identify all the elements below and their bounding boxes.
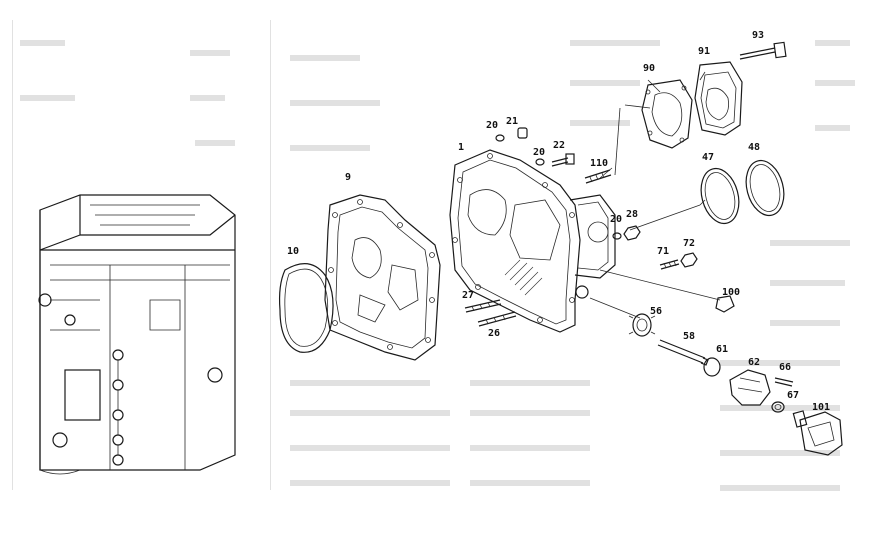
- part-61-oring: [703, 357, 721, 377]
- part-66-67: [771, 377, 794, 413]
- part-93-bolt: [739, 41, 787, 60]
- label-9: 9: [345, 172, 351, 183]
- part-48-ring: [745, 159, 785, 217]
- part-90-gasket: [641, 79, 693, 149]
- part-9-gasket: [324, 194, 441, 361]
- small-hardware-top: [495, 127, 612, 184]
- part-10-oring: [278, 263, 334, 353]
- part-101-sensor: [792, 410, 843, 456]
- label-48: 48: [748, 142, 760, 153]
- label-71: 71: [657, 246, 669, 257]
- engine-block: [38, 194, 236, 475]
- label-90: 90: [643, 63, 655, 74]
- part-47-ring: [700, 167, 740, 225]
- part-27-26-studs: [464, 299, 517, 327]
- label-62: 62: [748, 357, 760, 368]
- part-100-plug: [715, 295, 735, 313]
- label-58: 58: [683, 331, 695, 342]
- label-101: 101: [812, 402, 830, 413]
- label-10: 10: [287, 246, 299, 257]
- label-67: 67: [787, 390, 799, 401]
- label-93: 93: [752, 30, 764, 41]
- label-1: 1: [458, 142, 464, 153]
- part-58-shaft: [657, 339, 709, 366]
- label-61: 61: [716, 344, 728, 355]
- part-56-gear: [628, 313, 656, 337]
- label-91: 91: [698, 46, 710, 57]
- label-27: 27: [462, 290, 474, 301]
- label-100: 100: [722, 287, 740, 298]
- leader-lines: [589, 71, 721, 319]
- part-71-72: [659, 252, 698, 270]
- label-47: 47: [702, 152, 714, 163]
- label-22: 22: [553, 140, 565, 151]
- label-21: 21: [506, 116, 518, 127]
- part-1-housing: [449, 149, 616, 333]
- label-20a: 20: [486, 120, 498, 131]
- part-91-cover: [694, 61, 743, 136]
- label-20b: 20: [533, 147, 545, 158]
- small-hardware-right: [612, 225, 641, 241]
- label-66: 66: [779, 362, 791, 373]
- part-62-body: [729, 369, 771, 406]
- label-56: 56: [650, 306, 662, 317]
- label-72: 72: [683, 238, 695, 249]
- background-ghost-text: [12, 20, 855, 491]
- label-20c: 20: [610, 214, 622, 225]
- part-labels: 93 91 90 20 21 1 20 22 110 9 47 48 20 28…: [287, 30, 830, 413]
- label-110: 110: [590, 158, 608, 169]
- label-26: 26: [488, 328, 500, 339]
- label-28: 28: [626, 209, 638, 220]
